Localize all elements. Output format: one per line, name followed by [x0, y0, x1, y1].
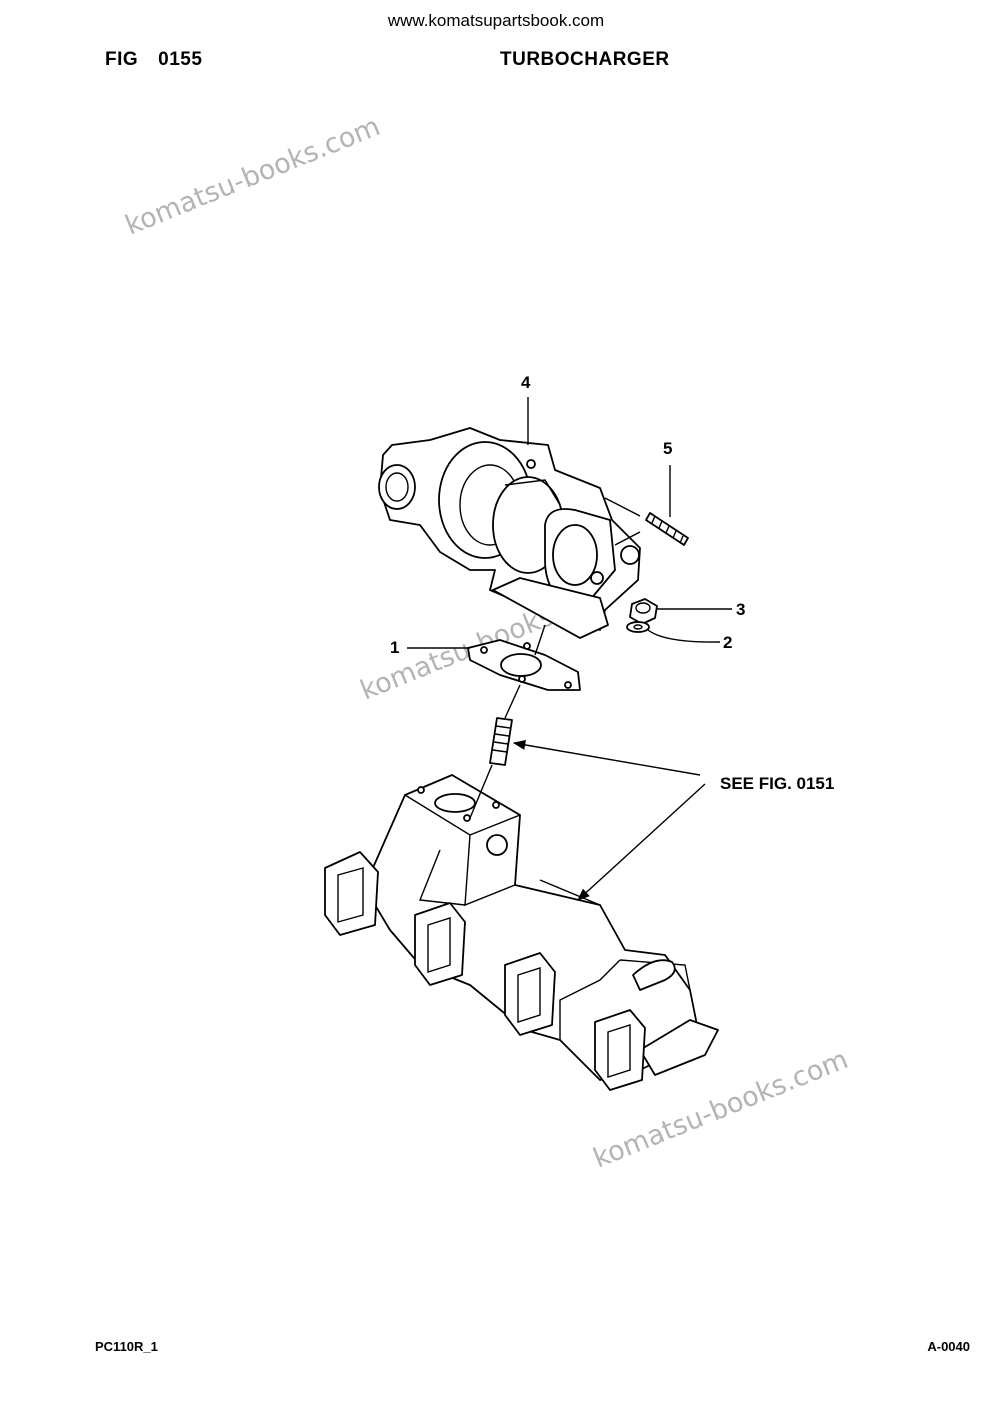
reference-note: SEE FIG. 0151: [720, 774, 834, 793]
washer-part-2: [626, 621, 650, 633]
figure-number: 0155: [158, 49, 203, 70]
page-title: TURBOCHARGER: [500, 49, 670, 70]
turbocharger-assembly: [378, 427, 641, 639]
alignment-line-stud: [604, 497, 641, 546]
gasket-part-1: [467, 639, 581, 691]
callout-5: 5: [663, 439, 672, 458]
reference-arrow-stud: [512, 739, 701, 776]
callout-2: 2: [723, 633, 732, 652]
callout-3: 3: [736, 600, 745, 619]
alignment-line-upper: [534, 624, 546, 656]
callout-1: 1: [390, 638, 399, 657]
exhaust-manifold: [324, 774, 719, 1091]
footer-page-code: A-0040: [927, 1339, 970, 1354]
alignment-line-lower: [469, 764, 493, 819]
figure-prefix: FIG: [105, 49, 139, 70]
footer-model: PC110R_1: [95, 1339, 158, 1354]
leader-line-2: [647, 629, 721, 643]
figure-label: FIG 0155: [105, 49, 202, 71]
alignment-line-middle: [504, 684, 521, 719]
stud-bolt-part-5: [645, 512, 689, 546]
watermark-top: komatsu-books.com: [121, 111, 385, 242]
manifold-stud: [489, 717, 513, 766]
nut-part-3: [629, 598, 658, 625]
site-url: www.komatsupartsbook.com: [387, 11, 605, 30]
callout-4: 4: [521, 373, 531, 392]
reference-arrow-manifold: [577, 783, 706, 901]
